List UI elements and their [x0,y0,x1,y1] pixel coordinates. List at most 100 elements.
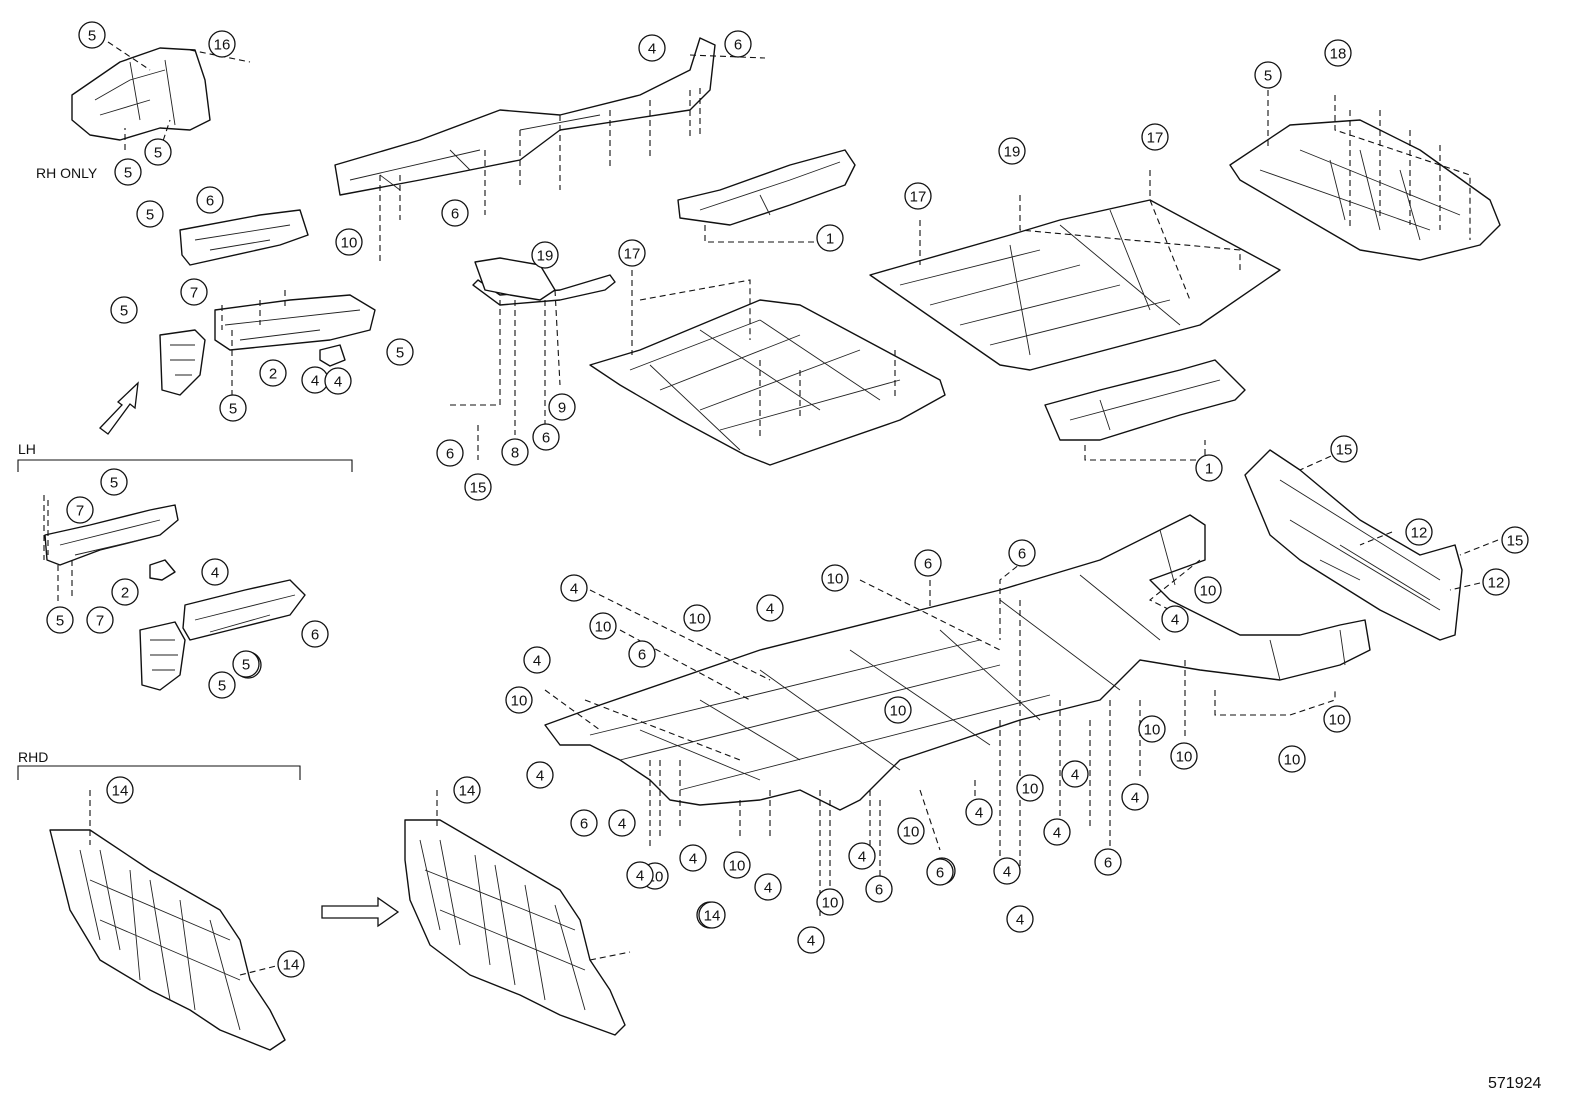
callout-number: 19 [1004,144,1021,161]
callout-circle [1043,818,1071,846]
callout-circle [86,606,114,634]
callout-number: 5 [154,145,162,162]
callout-number: 7 [190,285,198,302]
part-callout-4: 4 [324,367,352,395]
callout-circle [232,650,260,678]
callout-number: 5 [88,28,96,45]
callout-circle [219,394,247,422]
callout-number: 4 [1131,790,1139,807]
callout-circle [441,199,469,227]
callout-circle [724,30,752,58]
view-direction-arrow [99,381,139,435]
rh-only-label: RH ONLY [36,165,98,181]
callout-circle [926,858,954,886]
callout-circle [526,761,554,789]
callout-number: 10 [1200,583,1217,600]
callout-number: 10 [1176,749,1193,766]
callout-circle [1330,435,1358,463]
callout-number: 14 [459,783,476,800]
part-callout-10: 10 [505,686,533,714]
part-callout-15: 15 [1501,526,1529,554]
callout-number: 10 [511,693,528,710]
callout-number: 4 [1016,912,1024,929]
callout-circle [848,842,876,870]
callout-number: 10 [595,619,612,636]
callout-circle [679,844,707,872]
callout-circle [1323,705,1351,733]
rhd-view-arrow [321,896,400,928]
part-callout-6: 6 [196,186,224,214]
callout-number: 1 [1205,461,1213,478]
callout-number: 2 [121,585,129,602]
part-callout-4: 4 [1161,605,1189,633]
rh-only-bracket-part [71,41,251,151]
part-callout-10: 10 [723,851,751,879]
callout-circle [1161,605,1189,633]
callout-circle [531,241,559,269]
callout-circle [66,496,94,524]
part-callout-10: 10 [1016,774,1044,802]
callout-number: 4 [1071,767,1079,784]
part-callout-10: 10 [897,817,925,845]
callout-circle [196,186,224,214]
part-callout-4: 4 [756,594,784,622]
callout-number: 6 [542,430,550,447]
callout-circle [1006,905,1034,933]
callout-number: 4 [858,849,866,866]
callout-circle [1501,526,1529,554]
part-callout-16: 16 [208,30,236,58]
part-callout-10: 10 [1170,742,1198,770]
part-callout-1: 1 [1195,454,1223,482]
lh-rail-6 [182,579,306,641]
part-callout-7: 7 [180,278,208,306]
part-callout-10: 10 [1194,576,1222,604]
callout-circle [335,228,363,256]
part-callout-4: 4 [993,857,1021,885]
callout-number: 6 [734,37,742,54]
part-callout-14: 14 [277,950,305,978]
callout-circle [1121,783,1149,811]
callout-circle [453,776,481,804]
part-callout-18: 18 [1324,39,1352,67]
callout-number: 4 [533,653,541,670]
callout-number: 7 [76,503,84,520]
callout-circle [523,646,551,674]
part-callout-4: 4 [679,844,707,872]
callout-number: 4 [618,816,626,833]
small-bracket-2-4 [319,344,346,367]
part-callout-10: 10 [816,888,844,916]
callout-number: 18 [1330,46,1347,63]
part-callout-10: 10 [1323,705,1351,733]
callout-circle [1170,742,1198,770]
part-callout-4: 4 [523,646,551,674]
callout-circle [277,950,305,978]
part-callout-19: 19 [531,241,559,269]
callout-number: 6 [311,627,319,644]
callout-number: 4 [334,374,342,391]
callout-number: 17 [624,246,641,263]
part-callout-10: 10 [821,564,849,592]
callout-circle [532,423,560,451]
callout-circle [301,620,329,648]
dash-panel-rhd-right [404,790,631,1036]
callout-circle [998,137,1026,165]
part-callout-10: 10 [683,604,711,632]
callout-circle [560,574,588,602]
callout-number: 1 [826,231,834,248]
callout-number: 14 [283,957,300,974]
callout-circle [723,851,751,879]
part-callout-6: 6 [570,809,598,837]
part-callout-4: 4 [1006,905,1034,933]
callout-number: 4 [1003,864,1011,881]
callout-circle [897,817,925,845]
callout-circle [1482,568,1510,596]
lh-label: LH [18,441,36,457]
part-callout-7: 7 [66,496,94,524]
callout-circle [208,30,236,58]
part-callout-17: 17 [904,182,932,210]
callout-number: 6 [580,816,588,833]
rear-floor-pan [1229,90,1501,261]
callout-circle [111,578,139,606]
callout-number: 6 [451,206,459,223]
part-callout-5: 5 [208,671,236,699]
